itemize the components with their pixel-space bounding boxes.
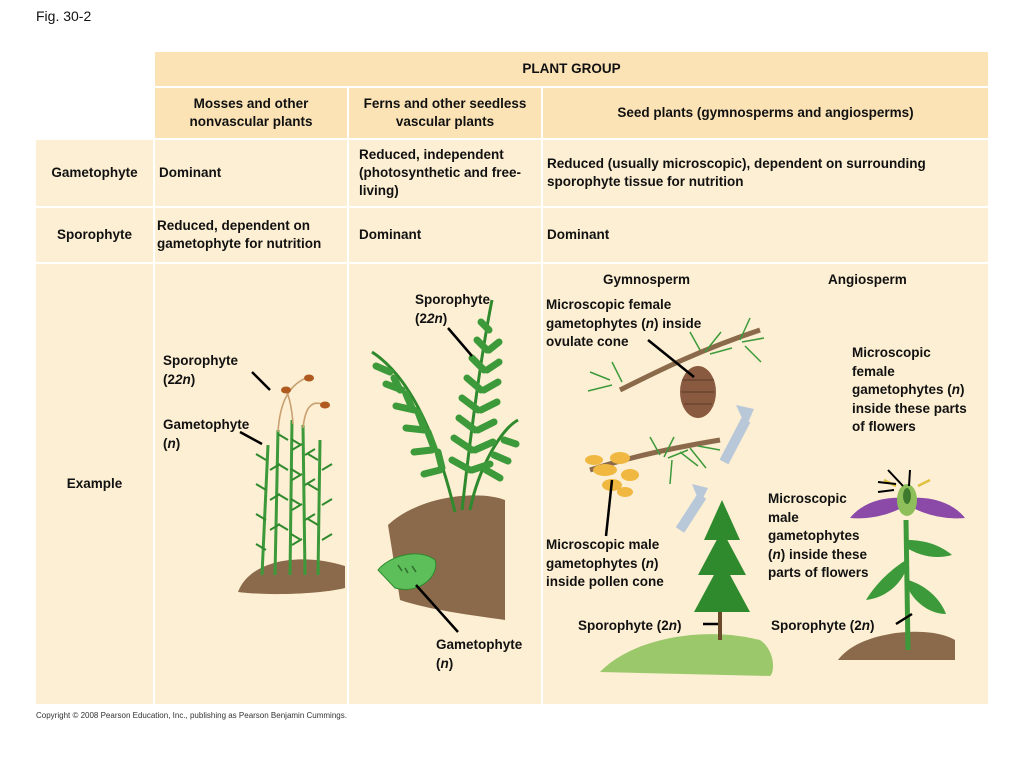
copyright-notice: Copyright © 2008 Pearson Education, Inc.…	[36, 711, 347, 720]
example-ferns-cell	[349, 264, 541, 704]
angiosperm-sporophyte-label: Sporophyte (2n)	[771, 618, 875, 633]
row-sporophyte-label: Sporophyte	[36, 208, 153, 262]
gymnosperm-illustration	[585, 317, 773, 676]
column-ferns-header: Ferns and other seedless vascular plants	[349, 88, 541, 138]
gametophyte-ferns-cell: Reduced, independent (photosynthetic and…	[349, 140, 541, 206]
sporophyte-seed-cell: Dominant	[543, 208, 988, 262]
sporophyte-ferns-cell: Dominant	[349, 208, 541, 262]
sporophyte-mosses-cell: Reduced, dependent on gametophyte for nu…	[155, 208, 347, 262]
angiosperm-illustration	[838, 469, 965, 660]
column-mosses-header: Mosses and other nonvascular plants	[155, 88, 347, 138]
gymnosperm-female-label: Microscopic female gametophytes (n) insi…	[546, 297, 702, 349]
fern-gametophyte-label: Gametophyte(n)	[436, 637, 523, 671]
gymnosperm-sporophyte-label: Sporophyte (2n)	[578, 618, 682, 633]
fern-illustration	[371, 299, 520, 633]
fern-sporophyte-label: Sporophyte(22n)	[415, 292, 491, 326]
gymnosperm-heading: Gymnosperm	[603, 272, 691, 287]
gymnosperm-male-label: Microscopic male gametophytes (n) inside…	[546, 537, 664, 589]
angiosperm-female-label: Microscopic female gametophytes (n) insi…	[852, 345, 967, 434]
plant-group-header: PLANT GROUP	[155, 52, 988, 86]
moss-sporophyte-label: Sporophyte(22n)	[163, 353, 239, 387]
gametophyte-mosses-cell: Dominant	[155, 140, 347, 206]
row-example-label: Example	[36, 264, 153, 704]
angiosperm-male-label: Microscopic male gametophytes (n) inside…	[768, 491, 869, 580]
example-mosses-cell	[155, 264, 347, 704]
figure-label: Fig. 30-2	[36, 8, 92, 24]
moss-illustration	[238, 371, 345, 595]
gametophyte-seed-cell: Reduced (usually microscopic), dependent…	[543, 140, 988, 206]
column-seed-plants-header: Seed plants (gymnosperms and angiosperms…	[543, 88, 988, 138]
row-gametophyte-label: Gametophyte	[36, 140, 153, 206]
plant-group-table: PLANT GROUP Mosses and other nonvascular…	[36, 52, 988, 704]
moss-gametophyte-label: Gametophyte(n)	[163, 417, 250, 451]
angiosperm-heading: Angiosperm	[828, 272, 907, 287]
